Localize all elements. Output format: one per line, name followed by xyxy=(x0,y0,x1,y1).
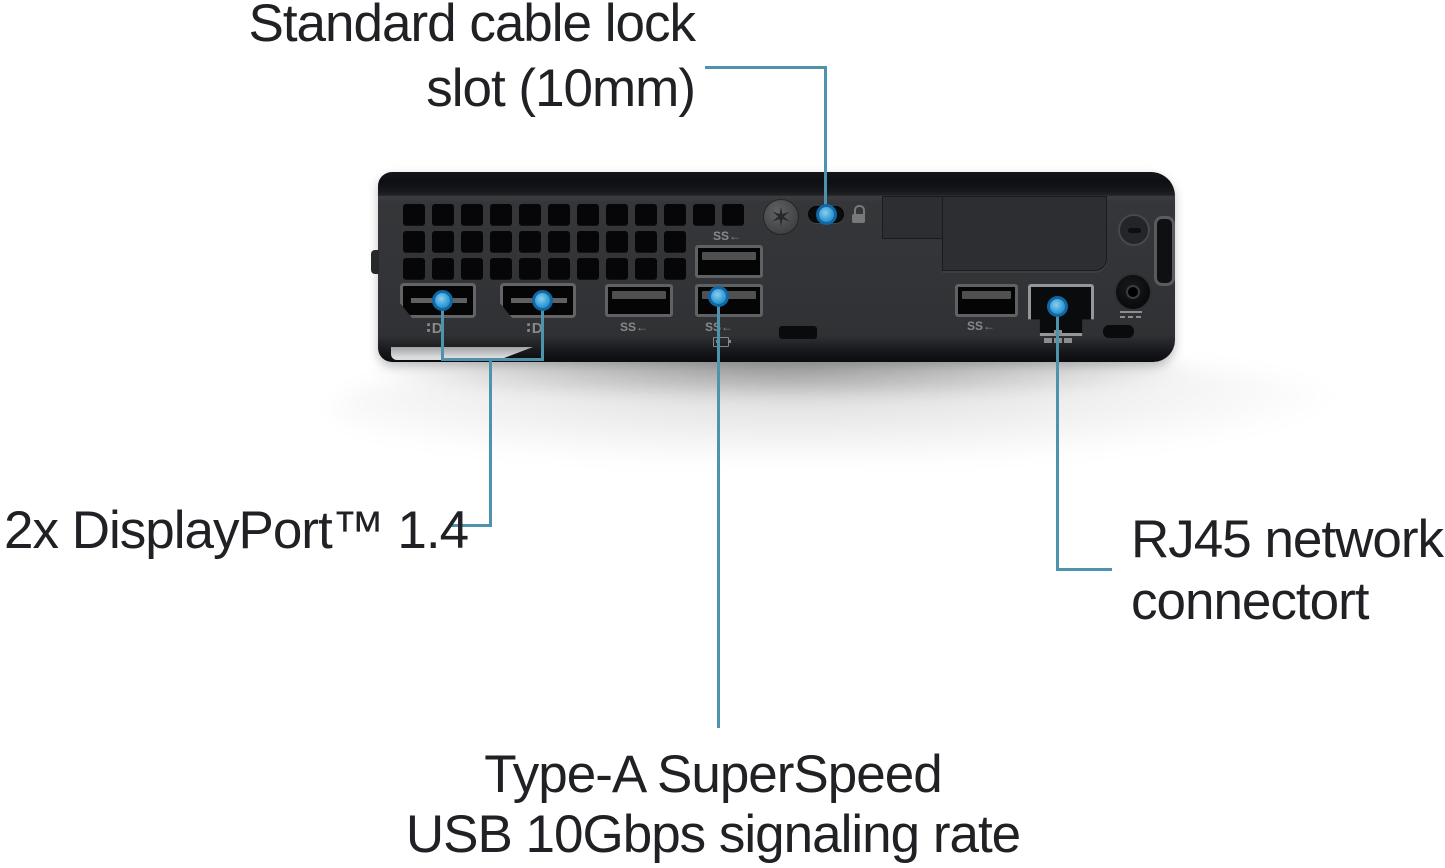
callout-line-displayport xyxy=(489,358,492,527)
usb-port-stack-bottom xyxy=(695,284,763,317)
vent-hole xyxy=(548,204,570,226)
callout-dot-rj45 xyxy=(1047,296,1068,317)
vent-hole xyxy=(403,231,425,253)
usb-tongue xyxy=(702,251,756,261)
label-usb: Type-A SuperSpeed USB 10Gbps signaling r… xyxy=(363,745,1063,865)
callout-dot-displayport-2 xyxy=(532,290,553,311)
callout-line-displayport xyxy=(441,306,444,360)
vent-hole xyxy=(606,258,628,280)
label-rj45: RJ45 network connectort xyxy=(1131,509,1444,633)
security-slot-middle xyxy=(779,326,817,339)
vent-hole xyxy=(635,204,657,226)
usb-tongue xyxy=(702,290,756,300)
vent-hole xyxy=(635,231,657,253)
mini-pc-rear-panel: ✶ ∶D ∶D SS← SS← SS← SS← xyxy=(371,172,1175,362)
callout-line-displayport xyxy=(441,358,544,361)
vent-hole xyxy=(664,258,686,280)
vent-hole xyxy=(664,204,686,226)
label-rj45-line2: connectort xyxy=(1131,572,1369,631)
panel-lock-slot xyxy=(1127,227,1141,233)
callout-dot-displayport-1 xyxy=(432,290,453,311)
usb-superspeed-icon: SS← xyxy=(966,319,995,333)
side-latch-tab xyxy=(371,250,379,274)
usb-tongue xyxy=(612,290,666,300)
vent-hole xyxy=(461,204,483,226)
vent-hole xyxy=(461,258,483,280)
battery-icon xyxy=(712,336,731,347)
padlock-icon xyxy=(852,205,865,223)
vent-hole xyxy=(635,258,657,280)
usb-port-right xyxy=(955,284,1018,317)
callout-line-displayport xyxy=(449,524,492,527)
vent-hole xyxy=(490,204,512,226)
callout-line-rj45 xyxy=(1056,312,1059,571)
label-cable-lock-line1: Standard cable lock xyxy=(248,0,696,53)
usb-superspeed-icon: SS← xyxy=(712,229,741,243)
power-pin xyxy=(1126,285,1140,299)
device-stand xyxy=(391,347,533,360)
displayport-icon: ∶D xyxy=(426,320,444,337)
dc-power-icon xyxy=(1120,311,1142,318)
cable-hook-loop xyxy=(1154,216,1175,286)
usb-superspeed-icon: SS← xyxy=(619,320,648,334)
callout-line-displayport xyxy=(541,306,544,360)
callout-dot-cable-lock xyxy=(816,204,837,225)
ventilation-grid xyxy=(403,204,744,280)
thumbscrew: ✶ xyxy=(763,199,799,235)
vent-hole xyxy=(403,204,425,226)
vent-hole xyxy=(432,231,454,253)
usb-port-bottom-left xyxy=(605,284,673,317)
torx-screw-icon: ✶ xyxy=(770,202,792,232)
vent-hole xyxy=(577,231,599,253)
vent-hole xyxy=(606,231,628,253)
vent-hole xyxy=(548,231,570,253)
security-slot-right xyxy=(1103,325,1134,338)
vent-hole xyxy=(519,204,541,226)
vent-hole xyxy=(461,231,483,253)
label-displayport: 2x DisplayPort™ 1.4 xyxy=(4,501,469,560)
vent-hole xyxy=(722,204,744,226)
vent-hole xyxy=(693,204,715,226)
padlock-body xyxy=(852,214,865,223)
vent-hole xyxy=(664,231,686,253)
vent-hole xyxy=(548,258,570,280)
callout-line-rj45 xyxy=(1056,568,1112,571)
callout-line-cable-lock xyxy=(824,66,827,208)
panel-lock xyxy=(1118,214,1150,246)
dc-icon-bar xyxy=(1120,311,1142,313)
callout-line-usb xyxy=(717,302,720,728)
label-rj45-line1: RJ45 network xyxy=(1131,510,1444,569)
label-cable-lock-line2: slot (10mm) xyxy=(426,59,696,118)
padlock-shackle xyxy=(854,205,865,216)
vent-hole xyxy=(432,258,454,280)
vent-hole xyxy=(606,204,628,226)
callout-line-cable-lock xyxy=(705,66,827,69)
power-connector xyxy=(1114,273,1152,311)
vent-hole xyxy=(577,258,599,280)
vent-hole xyxy=(490,258,512,280)
usb-tongue xyxy=(961,290,1012,300)
label-usb-line1: Type-A SuperSpeed xyxy=(484,745,942,804)
dc-icon-dashes xyxy=(1120,316,1142,318)
vent-hole xyxy=(403,258,425,280)
usb-port-stack-top xyxy=(695,245,763,278)
vent-hole xyxy=(490,231,512,253)
label-usb-line2: USB 10Gbps signaling rate xyxy=(405,805,1021,864)
vent-hole xyxy=(577,204,599,226)
vent-hole xyxy=(519,258,541,280)
rear-access-panel xyxy=(942,196,1107,271)
callout-dot-usb xyxy=(708,286,729,307)
vent-hole xyxy=(519,231,541,253)
vent-hole xyxy=(432,204,454,226)
floor-shadow-wide xyxy=(330,352,1360,467)
displayport-icon: ∶D xyxy=(526,320,544,337)
label-cable-lock: Standard cable lock slot (10mm) xyxy=(248,0,696,121)
